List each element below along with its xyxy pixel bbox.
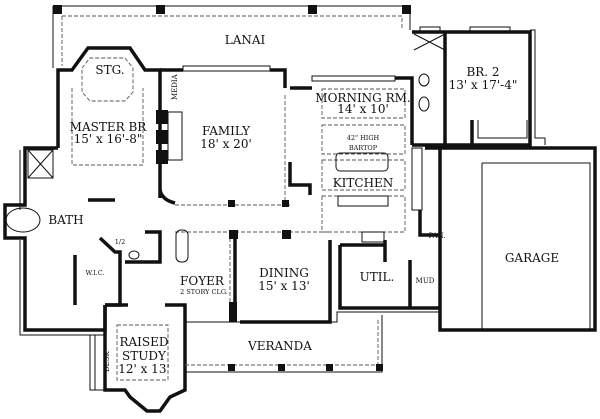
dining-size: 15' x 13' [258, 279, 310, 293]
master-br-label: MASTER BR [70, 120, 148, 134]
wic-label: W.I.C. [85, 269, 104, 277]
garage-label: GARAGE [505, 251, 559, 265]
mud-label: MUD [416, 277, 435, 285]
media-label: MEDIA [171, 73, 179, 100]
family-label: FAMILY [202, 124, 251, 138]
morning-rm-label: MORNING RM. [315, 91, 410, 105]
lanai-label: LANAI [225, 33, 266, 47]
raised-study-walls [89, 303, 187, 413]
master-br-size: 15' x 16'-8" [74, 132, 143, 146]
bath-label: BATH [48, 213, 83, 227]
morning-rm-size: 14' x 10' [337, 102, 389, 116]
family-size: 18' x 20' [200, 137, 252, 151]
raised-study-label-1: RAISED [119, 335, 168, 349]
desk-label: DESK [103, 350, 111, 372]
half-bath-label: 1/2 [115, 238, 125, 246]
master-bedroom-walls [56, 46, 183, 198]
raised-study-size: 12' x 13' [118, 362, 170, 376]
foyer-note: 2 STORY CLG. [180, 288, 228, 296]
garage-walls [425, 146, 597, 332]
dining-label: DINING [259, 266, 309, 280]
br2-label: BR. 2 [466, 65, 499, 79]
kitchen-label: KITCHEN [333, 176, 394, 190]
bartop-label-1: 42" HIGH [347, 134, 380, 142]
bartop-label-2: BARTOP [349, 144, 378, 152]
foyer-label: FOYER [180, 274, 225, 288]
family-walls [158, 65, 290, 207]
utility-walls [338, 210, 440, 310]
veranda [185, 311, 440, 373]
lanai [52, 5, 411, 68]
br2-size: 13' x 17'-4" [449, 78, 518, 92]
kitchen-walls [288, 75, 423, 233]
util-label: UTIL. [360, 270, 395, 284]
raised-study-label-2: STUDY [122, 349, 167, 363]
veranda-label: VERANDA [247, 339, 312, 353]
storage-label: STG. [95, 63, 124, 77]
bath-walls: 1/2 W.I.C. [3, 146, 162, 336]
pantry-label: PAN. [428, 232, 445, 240]
bedroom-2-walls [412, 26, 546, 147]
